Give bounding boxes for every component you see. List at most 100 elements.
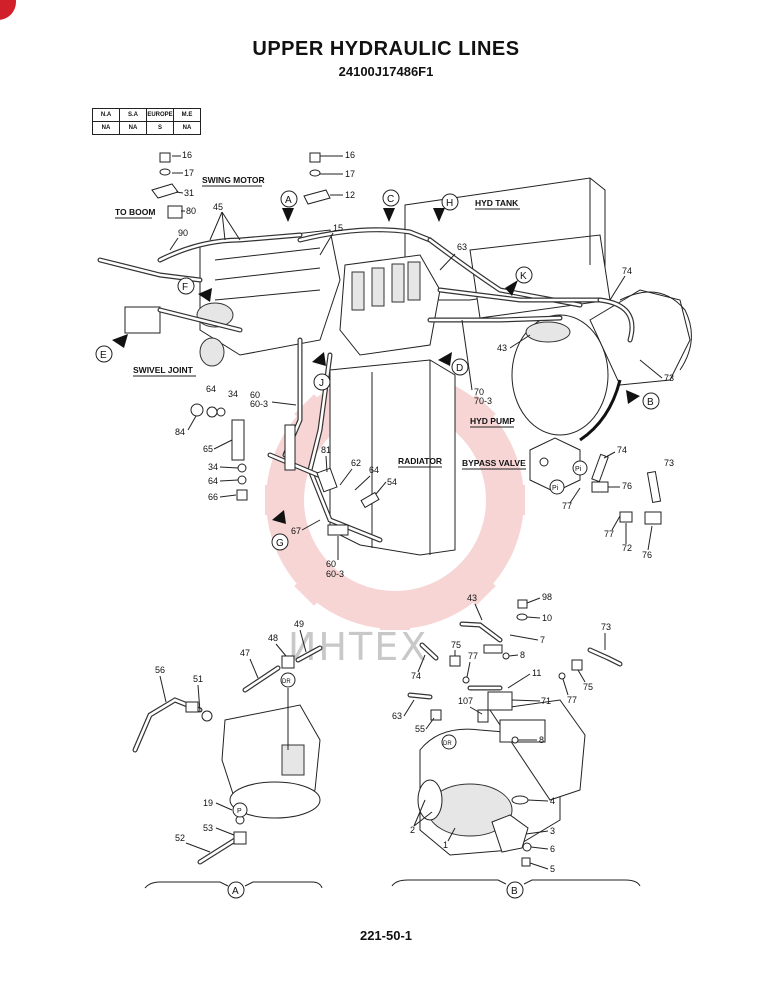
part-callout-p63: 63 xyxy=(457,242,467,252)
part-callout-p77c: 77 xyxy=(468,651,478,661)
view-letter-d: D xyxy=(456,363,463,374)
part-callout-p62: 62 xyxy=(351,458,361,468)
part-callout-p54: 54 xyxy=(387,477,397,487)
pipe-80 xyxy=(167,205,183,219)
port-mark-p: P xyxy=(237,808,242,815)
hose-lines xyxy=(97,227,635,543)
part-callout-p7: 7 xyxy=(540,635,545,645)
part-callout-p107: 107 xyxy=(458,696,473,706)
port-mark-pi2: Pi xyxy=(552,485,559,492)
region-value-europe: S xyxy=(146,121,174,135)
swivel-joint xyxy=(124,306,161,334)
part-callout-p56: 56 xyxy=(155,665,165,675)
washer-64b xyxy=(237,475,247,485)
part-callout-p64: 64 xyxy=(206,384,216,394)
part-callout-p81: 81 xyxy=(321,445,331,455)
part-callout-p74: 74 xyxy=(622,266,632,276)
detail-b-label: B xyxy=(511,886,518,897)
bracket-upper xyxy=(284,424,296,471)
part-callout-p43: 43 xyxy=(497,343,507,353)
part-callout-p63b: 63 xyxy=(392,711,402,721)
part-callout-p98: 98 xyxy=(542,592,552,602)
part-callout-p55: 55 xyxy=(415,724,425,734)
part-callout-p31: 31 xyxy=(184,188,194,198)
part-callout-p17b: 17 xyxy=(345,169,355,179)
caption-hyd-pump: HYD PUMP xyxy=(470,416,515,426)
pi-port-marks: Pi Pi xyxy=(549,460,588,495)
part-callout-p80: 80 xyxy=(186,206,196,216)
caption-to-boom: TO BOOM xyxy=(115,207,155,217)
part-callout-p34b: 34 xyxy=(208,462,218,472)
part-callout-p1: 1 xyxy=(443,840,448,850)
watermark-text: ИНТЕХ xyxy=(288,625,428,669)
part-callout-p4: 4 xyxy=(550,796,555,806)
part-callout-p12: 12 xyxy=(345,190,355,200)
detail-a: DR P 56 51 47 48 49 19 53 52 A xyxy=(132,619,323,899)
part-callout-p60_3: 60-3 xyxy=(250,399,268,409)
part-callout-p52: 52 xyxy=(175,833,185,843)
hyd-pump xyxy=(511,289,692,436)
part-callout-p60b: 60 xyxy=(326,559,336,569)
view-letter-c: C xyxy=(387,194,394,205)
part-callout-p67: 67 xyxy=(291,526,301,536)
plate-31 xyxy=(151,183,179,199)
part-callout-p64c: 64 xyxy=(369,465,379,475)
part-callout-p73b: 73 xyxy=(664,458,674,468)
washer-84 xyxy=(190,403,204,417)
view-letter-g: G xyxy=(276,538,284,549)
corner-mark xyxy=(0,0,16,20)
part-callout-p77d: 77 xyxy=(567,695,577,705)
region-header-na: N.A xyxy=(92,108,120,122)
view-letter-e: E xyxy=(100,350,107,361)
part-callout-p48: 48 xyxy=(268,633,278,643)
part-callout-p53: 53 xyxy=(203,823,213,833)
part-callout-p77: 77 xyxy=(562,501,572,511)
view-letter-k: K xyxy=(520,271,527,282)
part-callout-p66: 66 xyxy=(208,492,218,502)
part-callout-p5: 5 xyxy=(550,864,555,874)
caption-hyd-tank: HYD TANK xyxy=(475,198,519,208)
part-callout-p84: 84 xyxy=(175,427,185,437)
part-callout-p8: 8 xyxy=(520,650,525,660)
view-letter-markers: A C H K F E J D B G xyxy=(95,189,660,551)
fitting-72 xyxy=(619,511,633,523)
region-header-me: M.E xyxy=(173,108,201,122)
washer-64 xyxy=(206,406,218,418)
part-callout-p70: 70 xyxy=(474,387,484,397)
part-callout-p51: 51 xyxy=(193,674,203,684)
part-callout-p71: 71 xyxy=(541,696,551,706)
caption-bypass-valve: BYPASS VALVE xyxy=(462,458,526,468)
region-header-sa: S.A xyxy=(119,108,147,122)
part-callout-p16b: 16 xyxy=(345,150,355,160)
view-letter-f: F xyxy=(182,282,188,293)
part-callout-p74c: 74 xyxy=(411,671,421,681)
washer-34 xyxy=(216,407,226,417)
region-value-me: NA xyxy=(173,121,201,135)
part-callout-p60: 60 xyxy=(250,390,260,400)
fitting-73-upper xyxy=(646,470,662,504)
view-letter-h: H xyxy=(446,198,453,209)
port-mark-dr2: DR xyxy=(443,741,452,747)
control-valve xyxy=(339,254,441,356)
page-number: 221-50-1 xyxy=(359,928,413,943)
part-callout-p3: 3 xyxy=(550,826,555,836)
washer-34b xyxy=(237,463,247,473)
part-callout-p47: 47 xyxy=(240,648,250,658)
clamp-60 xyxy=(327,524,349,536)
part-callout-p6: 6 xyxy=(550,844,555,854)
caption-swivel-joint: SWIVEL JOINT xyxy=(133,365,194,375)
part-callout-p11: 11 xyxy=(532,668,541,678)
view-letter-b: B xyxy=(647,397,654,408)
part-callout-p49: 49 xyxy=(294,619,304,629)
region-table: N.A S.A EUROPE M.E NA NA S NA xyxy=(92,108,201,135)
view-letter-j: J xyxy=(319,378,324,389)
part-callout-p64b: 64 xyxy=(208,476,218,486)
part-callout-p72: 72 xyxy=(622,543,632,553)
part-callout-p73c: 73 xyxy=(601,622,611,632)
view-letter-a: A xyxy=(285,195,292,206)
part-number-code: 24100J17486F1 xyxy=(338,64,434,79)
part-callout-p75b: 75 xyxy=(583,682,593,692)
part-callout-p60_3b: 60-3 xyxy=(326,569,344,579)
